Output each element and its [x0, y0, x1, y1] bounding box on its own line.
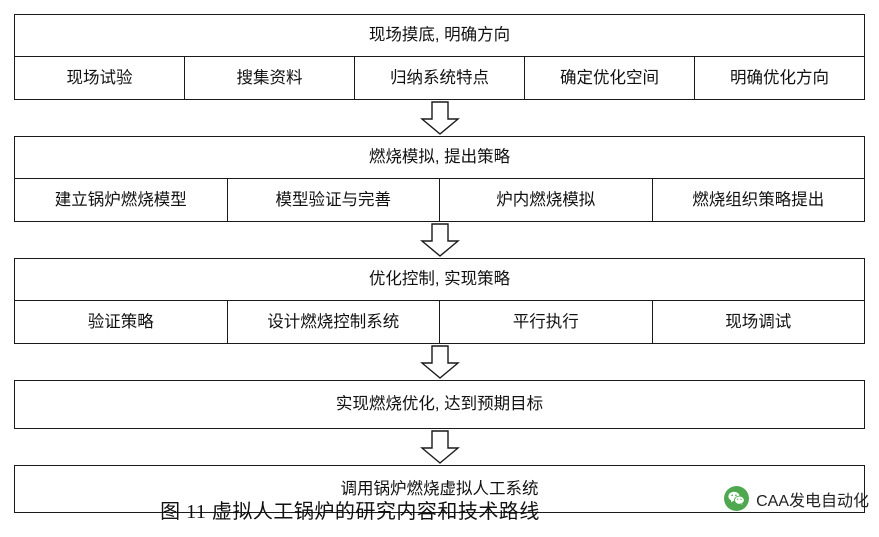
stage-3-item-3: 平行执行	[440, 300, 653, 343]
stage-2-item-4: 燃烧组织策略提出	[692, 190, 825, 209]
stage-1-title: 现场摸底, 明确方向	[15, 15, 864, 57]
stage-3-item-2: 设计燃烧控制系统	[228, 300, 440, 343]
arrow-2-wrap	[14, 222, 865, 258]
stage-1-item-4: 确定优化空间	[525, 56, 695, 99]
wechat-icon	[724, 486, 750, 511]
figure-caption: 图 11 虚拟人工锅炉的研究内容和技术路线	[160, 501, 540, 523]
down-arrow-icon	[419, 429, 460, 464]
stage-1-item-2: 搜集资料	[185, 56, 355, 99]
stage-2-item-2: 模型验证与完善	[228, 178, 440, 221]
arrow-3-wrap	[14, 344, 865, 380]
stage-1-items: 现场试验 搜集资料 归纳系统特点 确定优化空间 明确优化方向	[15, 56, 864, 99]
stage-2-item-3: 炉内燃烧模拟	[440, 178, 653, 221]
stage-2-item-1: 建立锅炉燃烧模型	[15, 178, 228, 221]
arrow-4-wrap	[14, 429, 865, 465]
stage-5: 调用锅炉燃烧虚拟人工系统	[14, 464, 865, 513]
stage-5-title: 调用锅炉燃烧虚拟人工系统	[340, 479, 539, 498]
stage-3: 优化控制, 实现策略 验证策略 设计燃烧控制系统 平行执行 现场调试	[14, 258, 865, 344]
stage-2-items: 建立锅炉燃烧模型 模型验证与完善 炉内燃烧模拟 燃烧组织策略提出	[15, 178, 864, 221]
stage-2-title: 燃烧模拟, 提出策略	[15, 137, 864, 179]
arrow-1-wrap	[14, 100, 865, 136]
stage-1-item-1: 现场试验	[15, 56, 185, 99]
stage-4: 实现燃烧优化, 达到预期目标	[14, 380, 865, 429]
stage-4-title: 实现燃烧优化, 达到预期目标	[335, 395, 544, 413]
stage-1-item-5: 明确优化方向	[730, 68, 829, 87]
stage-1: 现场摸底, 明确方向 现场试验 搜集资料 归纳系统特点 确定优化空间 明确优化方…	[14, 14, 865, 100]
wechat-glyph	[728, 491, 745, 506]
watermark: CAA发电自动化	[724, 486, 869, 511]
stage-3-item-1: 验证策略	[15, 300, 228, 343]
down-arrow-icon	[419, 345, 460, 379]
stage-1-item-3: 归纳系统特点	[355, 56, 525, 99]
stage-2: 燃烧模拟, 提出策略 建立锅炉燃烧模型 模型验证与完善 炉内燃烧模拟 燃烧组织策…	[14, 136, 865, 222]
down-arrow-icon	[419, 101, 460, 135]
stage-3-item-4: 现场调试	[725, 312, 792, 331]
stage-3-title: 优化控制, 实现策略	[15, 259, 864, 301]
watermark-label: CAA发电自动化	[756, 492, 869, 510]
flowchart: 现场摸底, 明确方向 现场试验 搜集资料 归纳系统特点 确定优化空间 明确优化方…	[14, 14, 865, 513]
stage-3-items: 验证策略 设计燃烧控制系统 平行执行 现场调试	[15, 300, 864, 343]
down-arrow-icon	[419, 223, 460, 257]
